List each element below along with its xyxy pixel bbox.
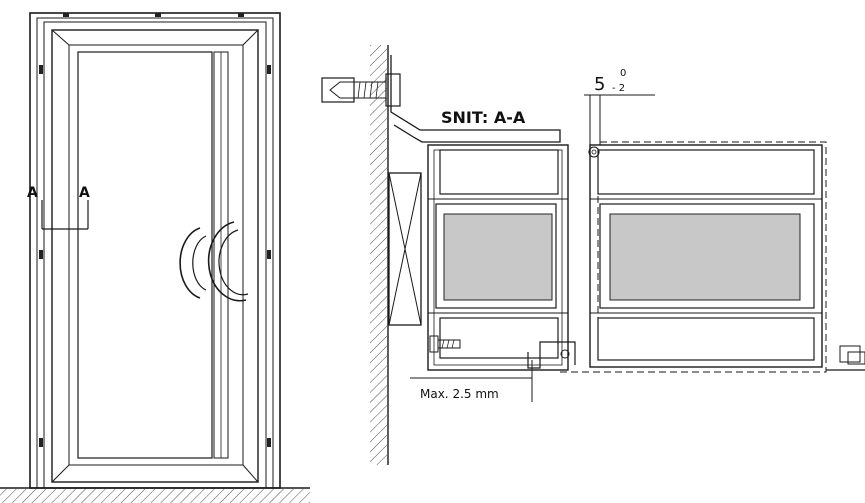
dimension-value: 5 (594, 74, 605, 95)
anchor-screw (321, 73, 401, 107)
section-title: SNIT: A-A (441, 108, 526, 127)
insulation-packing (388, 172, 422, 326)
dimension-tolerance-upper: 0 (620, 68, 626, 79)
frame-profile (427, 144, 569, 371)
section-label-a-left: A (27, 185, 38, 201)
mounting-bracket (390, 55, 561, 143)
frame-screw (429, 335, 461, 353)
dimension-tolerance-lower: - 2 (612, 83, 625, 94)
section-view: 5 0 - 2 SNIT: A-A Max. 2.5 mm (321, 45, 865, 465)
section-label-a-right: A (79, 185, 90, 201)
gap-note-text: Max. 2.5 mm (420, 387, 499, 401)
glass-pane-right (609, 213, 801, 301)
door-elevation: A A (0, 12, 310, 503)
threshold-piece (826, 345, 865, 371)
door-handle (179, 221, 249, 302)
threshold-step (527, 341, 576, 369)
wall (370, 45, 389, 465)
sash-profile (556, 141, 827, 373)
section-cut-marker: A A (27, 185, 90, 230)
glass-pane-left (443, 213, 553, 301)
door-frame (29, 12, 281, 489)
floor-hatching (0, 487, 310, 503)
gap-dimension: 5 0 - 2 (584, 68, 655, 152)
max-gap-note: Max. 2.5 mm (410, 360, 533, 402)
